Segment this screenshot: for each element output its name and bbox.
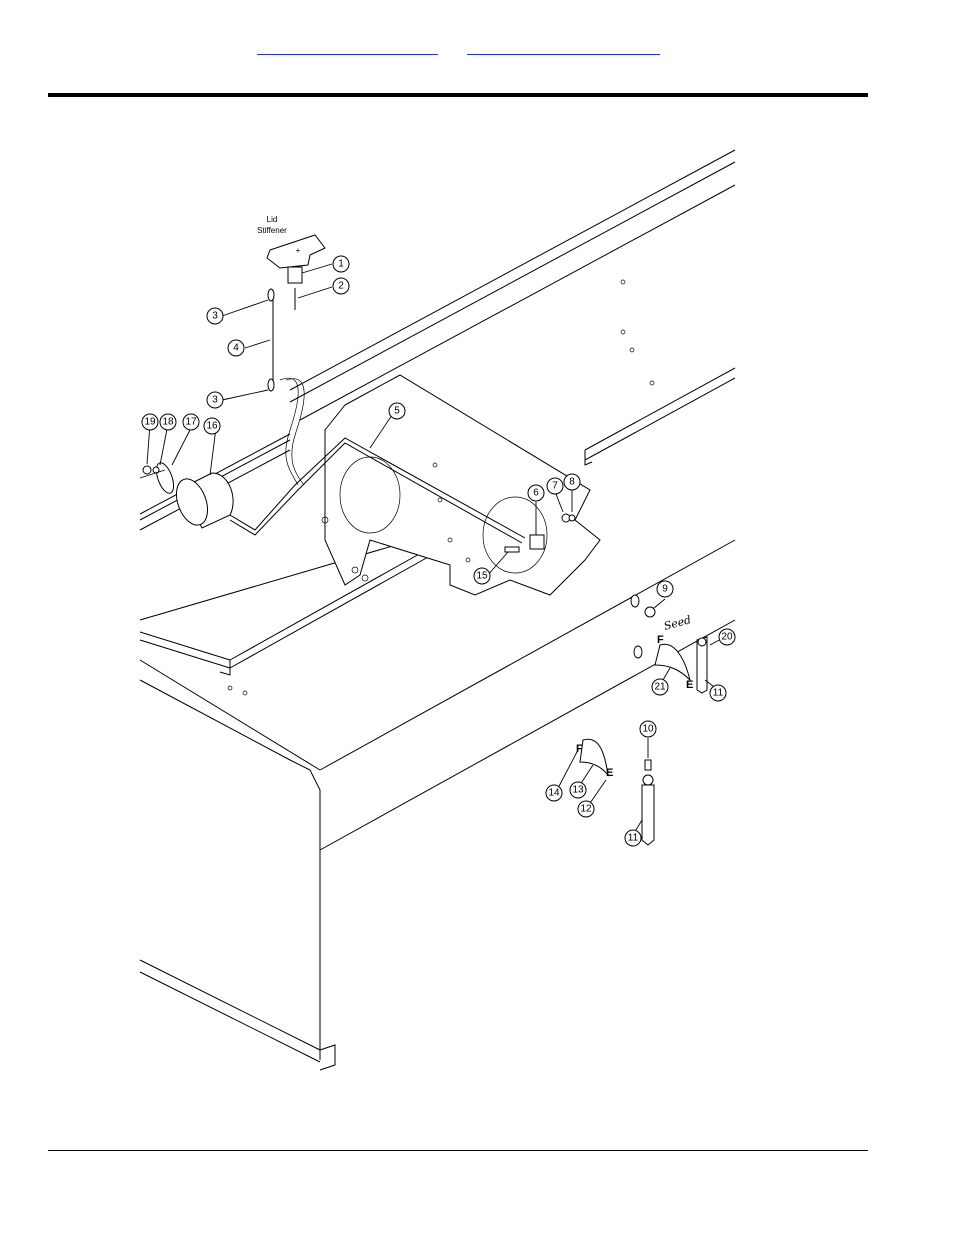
callout-16: 16	[204, 418, 220, 434]
callout-1: 1	[333, 256, 349, 272]
float-assembly	[140, 461, 233, 530]
callout-6: 6	[528, 485, 544, 501]
annotation-line-1: Lid	[267, 215, 278, 224]
svg-text:6: 6	[533, 488, 539, 499]
callout-9: 9	[657, 581, 673, 597]
callout-3b: 3	[207, 392, 223, 408]
svg-text:11: 11	[713, 688, 724, 699]
callout-7: 7	[547, 478, 563, 494]
upper-gauge: F E Seed	[631, 595, 707, 693]
svg-text:10: 10	[642, 724, 654, 735]
svg-text:18: 18	[162, 417, 174, 428]
svg-text:4: 4	[233, 343, 239, 354]
seed-label: Seed	[662, 613, 692, 633]
callout-19: 19	[142, 414, 158, 430]
svg-text:19: 19	[144, 417, 156, 428]
svg-text:14: 14	[548, 788, 560, 799]
svg-text:17: 17	[185, 417, 197, 428]
svg-text:21: 21	[654, 682, 666, 693]
callout-20: 20	[719, 629, 735, 645]
callout-13: 13	[570, 782, 586, 798]
callout-17: 17	[183, 414, 199, 430]
upper-gauge-empty-letter: E	[686, 679, 693, 691]
callout-15: 15	[474, 568, 490, 584]
callout-11b: 11	[625, 830, 641, 846]
callout-10: 10	[640, 721, 656, 737]
svg-text:3: 3	[212, 311, 218, 322]
svg-text:9: 9	[662, 584, 668, 595]
lower-gauge-empty-letter: E	[606, 767, 613, 779]
svg-text:8: 8	[569, 477, 575, 488]
callout-5: 5	[389, 403, 405, 419]
annotation-line-2: Stiffener	[257, 226, 287, 235]
svg-text:15: 15	[476, 571, 488, 582]
svg-text:2: 2	[338, 281, 344, 292]
svg-text:16: 16	[206, 421, 218, 432]
svg-text:13: 13	[572, 785, 584, 796]
svg-text:1: 1	[338, 259, 344, 270]
callout-11: 11	[710, 685, 726, 701]
lower-gauge: F E	[576, 739, 654, 845]
upper-gauge-full-letter: F	[657, 634, 664, 646]
callout-21: 21	[652, 679, 668, 695]
svg-text:20: 20	[721, 632, 733, 643]
svg-text:3: 3	[212, 395, 218, 406]
callout-14: 14	[546, 785, 562, 801]
callout-4: 4	[228, 340, 244, 356]
svg-text:5: 5	[394, 406, 400, 417]
svg-text:7: 7	[552, 481, 558, 492]
callout-12: 12	[578, 801, 594, 817]
callout-8: 8	[564, 474, 580, 490]
svg-text:11: 11	[628, 833, 639, 844]
top-rule	[48, 93, 868, 97]
bottom-rule	[48, 1150, 868, 1151]
header-link-1[interactable]	[257, 40, 438, 55]
parts-diagram: + F E Seed	[130, 140, 740, 1080]
header-link-2[interactable]	[467, 40, 660, 55]
svg-text:+: +	[296, 246, 301, 255]
callout-18: 18	[160, 414, 176, 430]
callout-2: 2	[333, 278, 349, 294]
lower-gauge-full-letter: F	[576, 743, 583, 755]
callout-3: 3	[207, 308, 223, 324]
svg-text:12: 12	[580, 804, 592, 815]
